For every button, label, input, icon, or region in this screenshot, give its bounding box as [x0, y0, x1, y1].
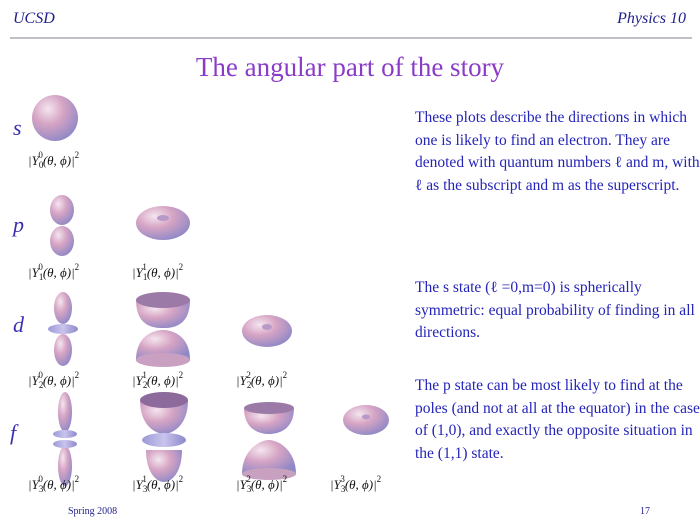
label-d-1: |Y21(θ, ϕ)|2 [132, 370, 184, 390]
row-letter-p: p [13, 212, 24, 237]
orbital-plot-f-1 [136, 388, 192, 492]
header-institution: UCSD [13, 10, 55, 27]
label-f-2: |Y32(θ, ϕ)|2 [236, 474, 288, 494]
orbital-plot-d-1 [132, 288, 194, 370]
paragraph-s-state: The s state (ℓ =0,m=0) is spherically sy… [415, 279, 695, 341]
orbital-plot-p-0 [42, 193, 82, 261]
slide-title: The angular part of the story [195, 52, 505, 82]
label-p-0: |Y10(θ, ϕ)|2 [28, 262, 80, 282]
header-course: Physics 10 [617, 10, 686, 27]
label-s: |Y00(θ, ϕ)|2 [28, 150, 80, 170]
orbital-plot-f-3 [340, 400, 392, 440]
label-d-0: |Y20(θ, ϕ)|2 [28, 370, 80, 390]
orbital-plot-f-0 [52, 390, 80, 488]
orbital-plot-f-2 [238, 400, 300, 482]
paragraph-intro: These plots describe the directions in w… [415, 109, 700, 194]
orbital-plot-p-1 [132, 202, 194, 244]
page-number: 17 [640, 506, 650, 517]
label-f-3: |Y33(θ, ϕ)|2 [330, 474, 382, 494]
label-d-2: |Y22(θ, ϕ)|2 [236, 370, 288, 390]
orbital-plot-d-2 [238, 311, 296, 351]
row-letter-f: f [10, 420, 17, 445]
footer-date: Spring 2008 [68, 506, 118, 517]
orbital-plot-d-0 [48, 290, 82, 368]
orbital-plot-s [28, 92, 84, 144]
header-divider [10, 37, 692, 39]
label-f-0: |Y30(θ, ϕ)|2 [28, 474, 80, 494]
paragraph-p-state: The p state can be most likely to find a… [415, 377, 700, 462]
row-letter-d: d [13, 312, 24, 337]
label-p-1: |Y11(θ, ϕ)|2 [132, 262, 184, 282]
row-letter-s: s [13, 115, 22, 140]
label-f-1: |Y31(θ, ϕ)|2 [132, 474, 184, 494]
